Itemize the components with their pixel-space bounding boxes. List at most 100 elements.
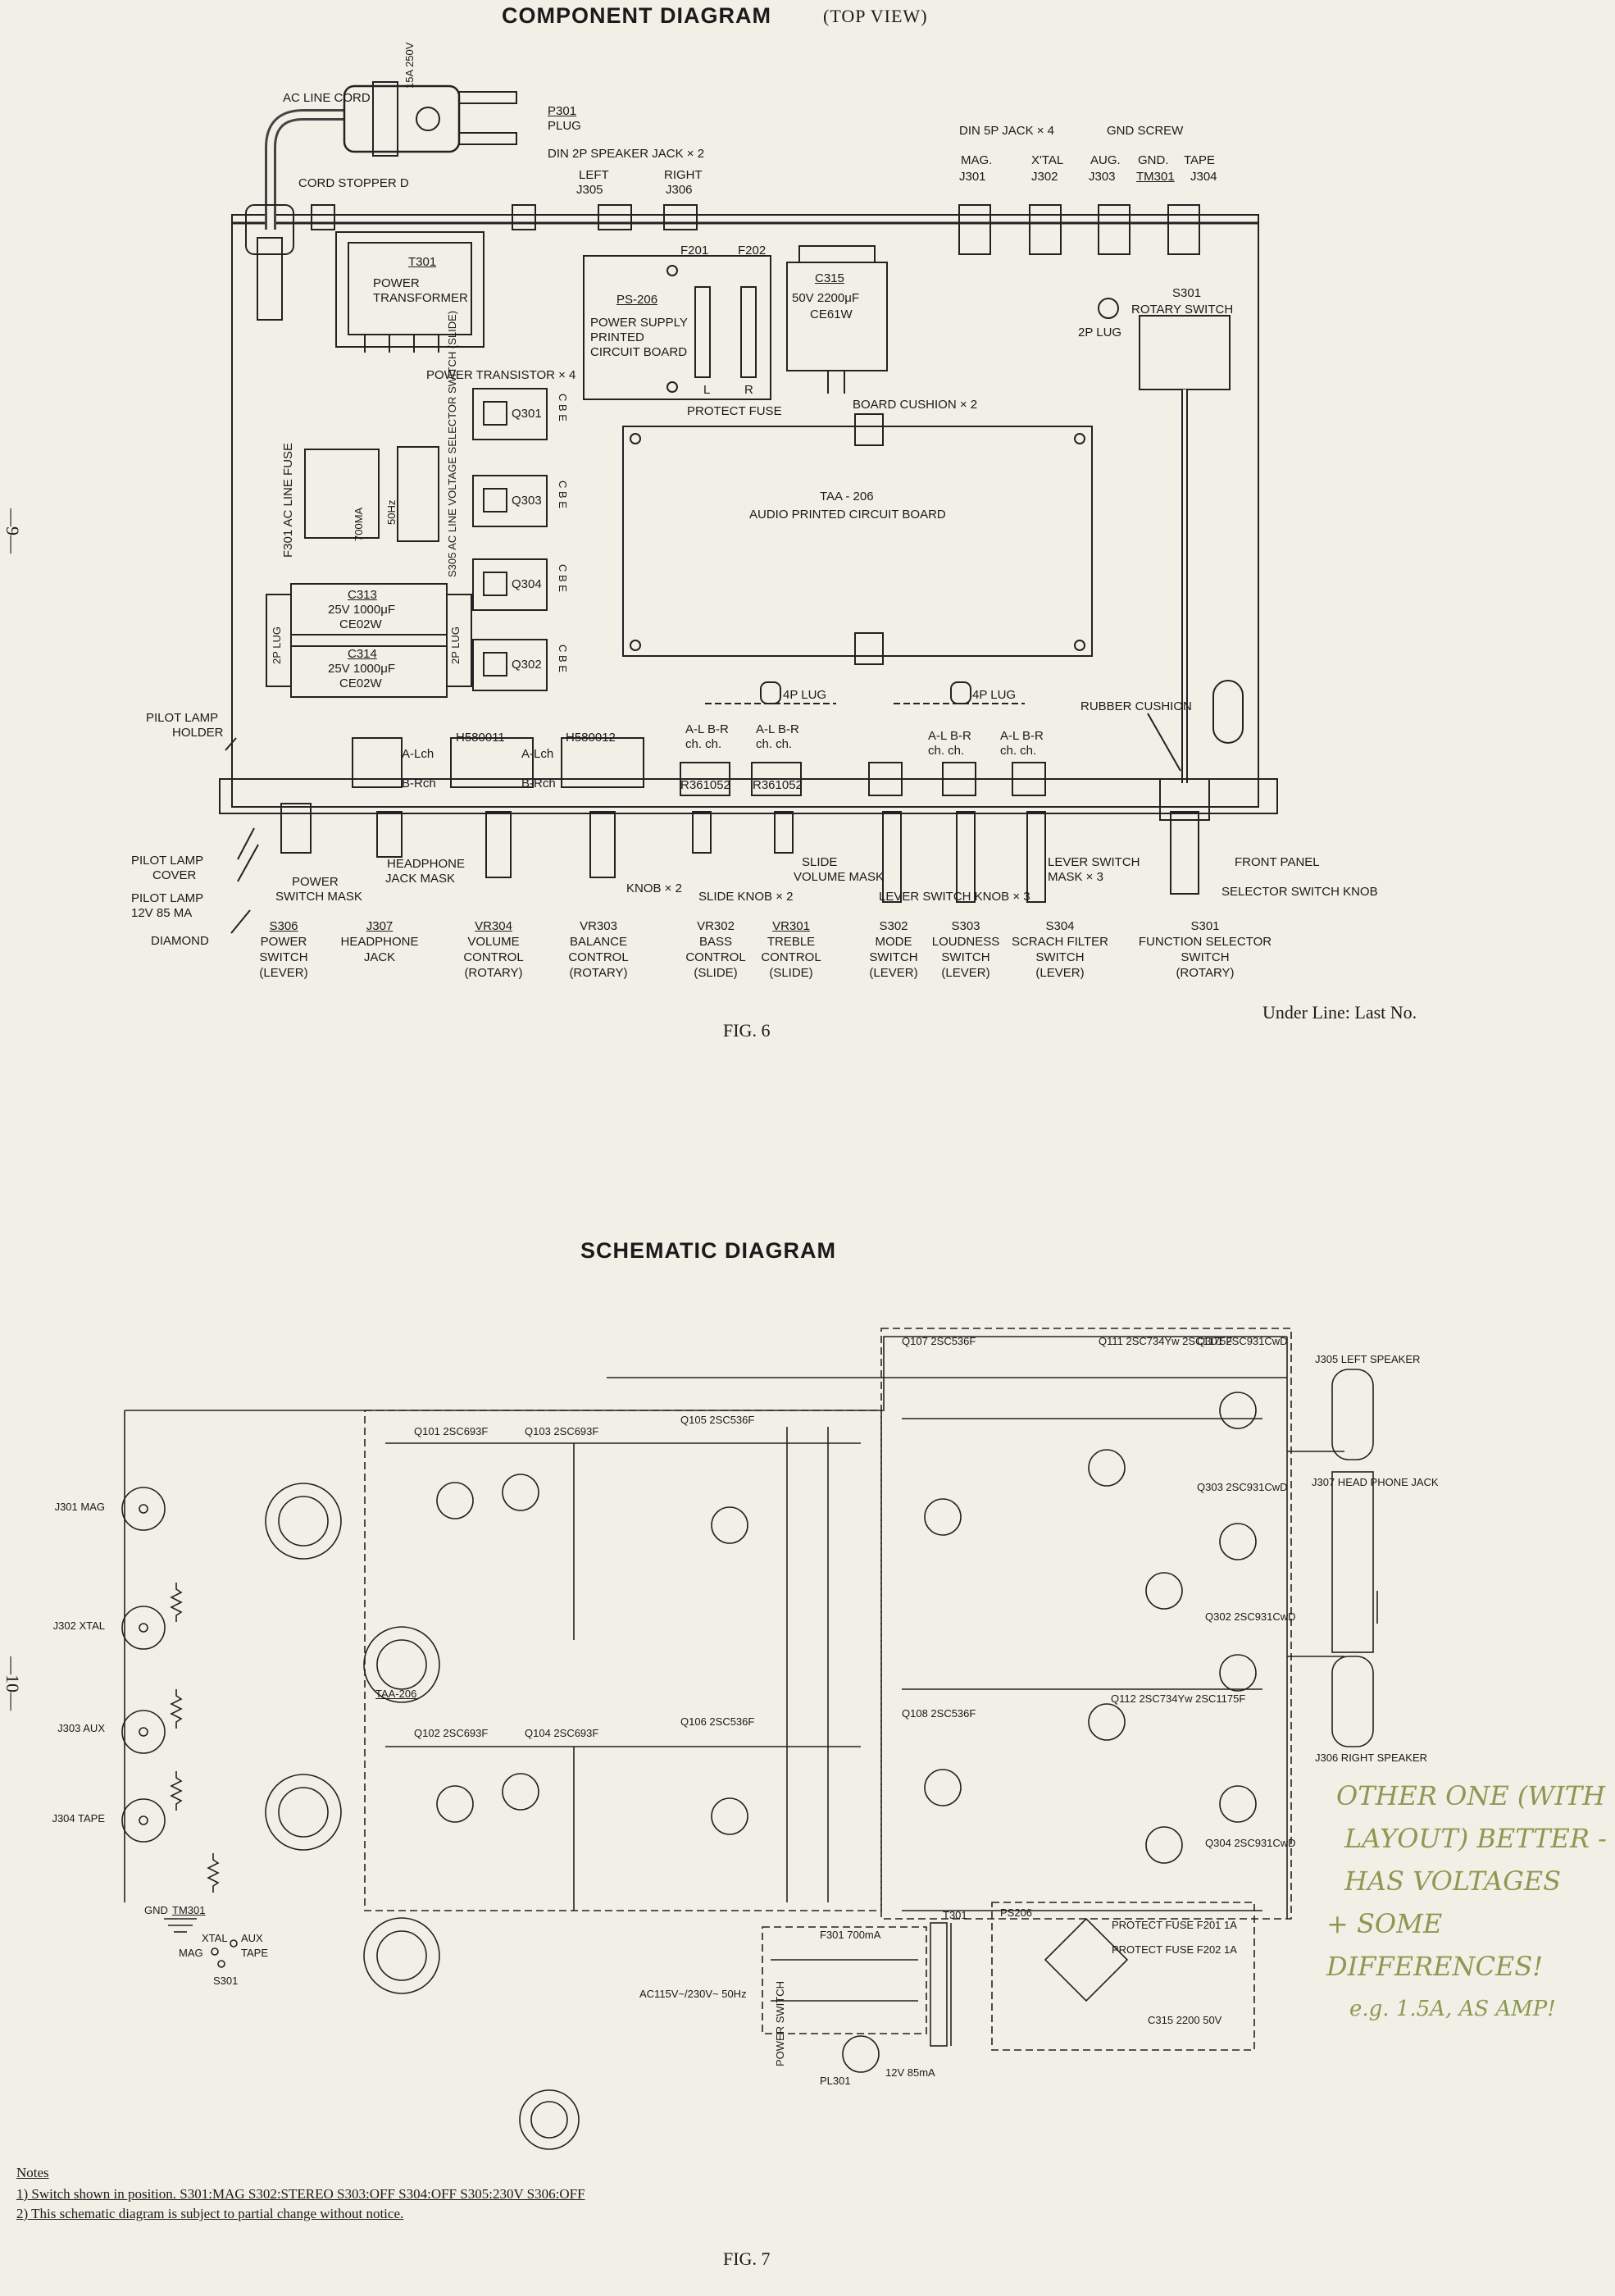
pilot-lamp-cover-label-2: COVER <box>152 868 197 882</box>
label-headphone: J307 HEAD PHONE JACK <box>1312 1476 1439 1488</box>
j303-label: J303 <box>1089 170 1116 184</box>
part-line2: CONTROL <box>761 950 821 964</box>
part-ref: S304 <box>1045 919 1075 933</box>
label-pl-rating: 12V 85mA <box>885 2066 935 2079</box>
component-title: COMPONENT DIAGRAM <box>502 3 771 28</box>
tm301-label: TM301 <box>1136 170 1175 184</box>
label-q106: Q106 2SC536F <box>680 1715 755 1728</box>
r-label: R <box>744 383 753 397</box>
q304-label: Q304 <box>512 577 542 591</box>
pilot-lamp-holder-label-2: HOLDER <box>172 726 224 740</box>
power-switch-mask-label-2: SWITCH MASK <box>275 890 362 904</box>
j306-label: J306 <box>666 183 693 197</box>
part-s304: S304 SCRACH FILTER SWITCH (LEVER) <box>999 918 1121 981</box>
p301-plug-label: PLUG <box>548 119 581 133</box>
part-line3: (ROTARY) <box>569 966 628 980</box>
h580012-label: H580012 <box>566 731 616 745</box>
label-mag: MAG <box>179 1947 203 1959</box>
part-vr303: VR303 BALANCE CONTROL (ROTARY) <box>557 918 639 981</box>
c313-type: CE02W <box>339 617 382 631</box>
ac-line-cord-label: AC LINE CORD <box>283 91 371 105</box>
fourp-lug-label-2: 4P LUG <box>972 688 1017 702</box>
c314-type: CE02W <box>339 676 382 690</box>
page-number-9: —9— <box>2 508 23 554</box>
slide-knob-label: SLIDE KNOB × 2 <box>698 890 794 904</box>
label-fuse: F301 700mA <box>820 1929 881 1941</box>
part-line3: (LEVER) <box>941 966 990 980</box>
c313-value: 25V 1000μF <box>328 603 396 617</box>
label-right-speaker: J306 RIGHT SPEAKER <box>1315 1752 1428 1764</box>
pilot-lamp-label-1: PILOT LAMP <box>131 891 204 905</box>
label-q302: Q302 2SC931CwD <box>1205 1610 1296 1623</box>
ch-label-4: ch. ch. <box>1000 744 1037 758</box>
label-ac-in: AC115V~/230V~ 50Hz <box>639 1988 747 2000</box>
r361052-label-2: R361052 <box>753 778 803 792</box>
power-transformer-label-1: POWER <box>373 276 420 290</box>
part-vr304: VR304 VOLUME CONTROL (ROTARY) <box>453 918 535 981</box>
label-q103: Q103 2SC693F <box>525 1425 599 1437</box>
r361052-label-1: R361052 <box>680 778 730 792</box>
part-line2: CONTROL <box>685 950 746 964</box>
al-br-label-2: A-L B-R <box>756 722 799 736</box>
input-j301: J301 MAG <box>54 1501 105 1513</box>
p301-label: P301 <box>548 104 577 118</box>
ch-label-2: ch. ch. <box>756 737 793 751</box>
label-tape: TAPE <box>241 1947 268 1959</box>
j302-label: J302 <box>1031 170 1058 184</box>
label-q301: Q301 2SC931CwD <box>1197 1335 1288 1347</box>
label-q101: Q101 2SC693F <box>414 1425 489 1437</box>
b-rch-label: B-Rch <box>402 777 436 790</box>
part-line2: SWITCH <box>941 950 990 964</box>
label-q111: Q111 2SC734Yw 2SC1175F <box>1099 1335 1233 1347</box>
al-br-label-4: A-L B-R <box>1000 729 1044 743</box>
part-line3: (LEVER) <box>869 966 918 980</box>
c314-label: C314 <box>348 647 377 661</box>
power-switch-mask-label-1: POWER <box>292 875 339 889</box>
part-j307: J307 HEADPHONE JACK <box>334 918 425 965</box>
mag-label: MAG. <box>961 153 993 167</box>
ps206-label: PS-206 <box>616 293 658 307</box>
aug-label: AUG. <box>1090 153 1121 167</box>
label-protect-fuse-1: PROTECT FUSE F201 1A <box>1112 1919 1237 1931</box>
handwritten-line: DIFFERENCES! <box>1326 1951 1544 1982</box>
part-line3: (LEVER) <box>1035 966 1085 980</box>
slide-volume-mask-label-2: VOLUME MASK <box>794 870 885 884</box>
headphone-mask-label-1: HEADPHONE <box>387 857 466 871</box>
handwritten-note: OTHER ONE (WITH LAYOUT) BETTER - HAS VOL… <box>1312 1774 1607 2030</box>
label-s301: S301 <box>213 1975 239 1987</box>
schematic-taa206: TAA-206 <box>375 1688 417 1700</box>
protect-fuse-label: PROTECT FUSE <box>687 404 782 418</box>
selector-knob-label: SELECTOR SWITCH KNOB <box>1221 885 1378 899</box>
part-line1: POWER <box>260 935 307 949</box>
part-ref: VR301 <box>772 919 810 933</box>
front-panel-label: FRONT PANEL <box>1235 855 1320 869</box>
label-q102: Q102 2SC693F <box>414 1727 489 1739</box>
handwritten-line: + SOME <box>1326 1908 1443 1939</box>
label-q303: Q303 2SC931CwD <box>1197 1481 1288 1493</box>
part-line2: SWITCH <box>1181 950 1230 964</box>
note-1: 1) Switch shown in position. S301:MAG S3… <box>16 2186 585 2202</box>
label-protect-fuse-2: PROTECT FUSE F202 1A <box>1112 1943 1237 1956</box>
part-line3: (LEVER) <box>259 966 308 980</box>
ps-label-1: POWER SUPPLY <box>590 316 688 330</box>
l-label: L <box>703 383 711 397</box>
ch-label-1: ch. ch. <box>685 737 722 751</box>
handwritten-line: OTHER ONE (WITH <box>1336 1780 1606 1811</box>
label-q304: Q304 2SC931CwD <box>1205 1837 1296 1849</box>
label-q107: Q107 2SC536F <box>902 1335 976 1347</box>
underline-note: Under Line: Last No. <box>1262 1002 1417 1023</box>
twop-lug-label: 2P LUG <box>1078 326 1122 339</box>
label-q105: Q105 2SC536F <box>680 1414 755 1426</box>
part-s301: S301 FUNCTION SELECTOR SWITCH (ROTARY) <box>1123 918 1287 981</box>
fourp-lug-label-1: 4P LUG <box>783 688 827 702</box>
h580011-label: H580011 <box>456 731 505 745</box>
part-ref: J307 <box>366 919 394 933</box>
schematic-title: SCHEMATIC DIAGRAM <box>580 1238 836 1263</box>
part-line1: VOLUME <box>467 935 520 949</box>
din5p-label: DIN 5P JACK × 4 <box>959 124 1055 138</box>
part-line1: HEADPHONE <box>340 935 419 949</box>
slide-volume-mask-label-1: SLIDE <box>802 855 838 869</box>
board-cushion-label: BOARD CUSHION × 2 <box>853 398 978 412</box>
schematic-ps206: PS206 <box>1000 1906 1033 1919</box>
j304-label: J304 <box>1190 170 1217 184</box>
